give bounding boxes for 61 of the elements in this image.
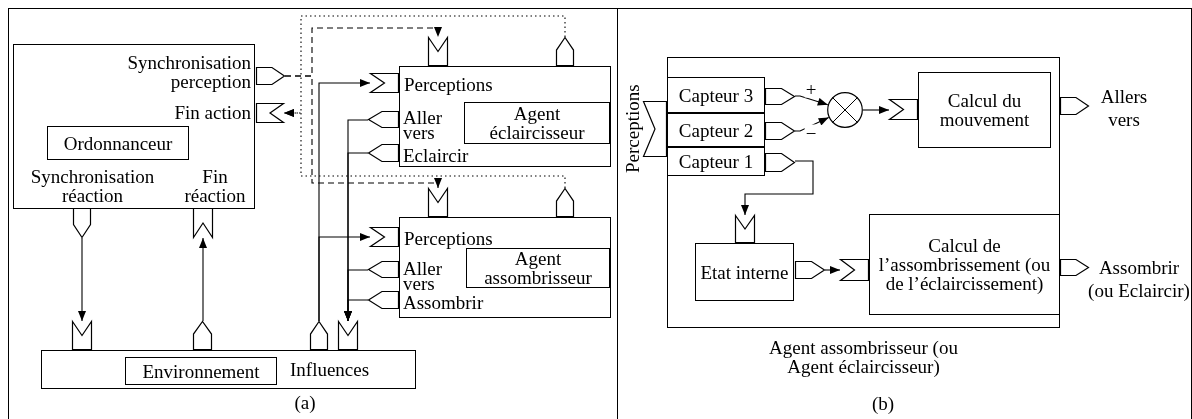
output-label: Assombrir (ou Eclaircir) xyxy=(1087,256,1191,302)
port-label: Perceptions xyxy=(404,74,504,95)
output-port-icon xyxy=(256,67,285,85)
output-label: Allers vers xyxy=(1099,85,1149,131)
arrow xyxy=(283,109,566,189)
port-label: Perceptions xyxy=(404,228,504,249)
input-port-icon xyxy=(370,227,399,247)
output-port-icon xyxy=(73,208,91,238)
port-label: Perceptions xyxy=(622,83,643,176)
arrow xyxy=(344,299,369,322)
output-port-icon xyxy=(310,321,328,350)
port-label: Eclaircir xyxy=(403,145,489,165)
input-port-icon xyxy=(428,188,448,217)
arrow xyxy=(78,237,86,322)
arrow xyxy=(741,160,814,216)
arrow xyxy=(318,233,371,322)
module-box xyxy=(399,217,611,318)
port-label: Aller vers xyxy=(403,260,449,292)
module-box: Agent éclaircisseur xyxy=(464,102,610,144)
arrow xyxy=(199,237,207,322)
output-port-icon xyxy=(368,261,399,278)
module-box: Agent assombrisseur xyxy=(466,248,610,288)
sensor-box: Capteur 3 xyxy=(667,77,765,113)
arrow xyxy=(794,117,830,132)
output-port-icon xyxy=(556,188,574,217)
port-label: Synchronisation perception xyxy=(96,53,251,91)
module-box xyxy=(41,350,416,389)
sensor-box: Capteur 1 xyxy=(667,147,765,176)
panel-label: (b) xyxy=(871,394,895,413)
process-box: Etat interne xyxy=(695,243,794,301)
module-box: Ordonnanceur xyxy=(47,126,189,160)
output-port-icon xyxy=(368,291,399,309)
module-box xyxy=(13,44,255,209)
input-port-icon xyxy=(428,37,448,66)
arrow xyxy=(824,266,841,274)
port-label: Aller vers xyxy=(403,109,449,141)
arrow xyxy=(284,75,442,189)
agent-caption: Agent assombrisseur (ou Agent éclaircisseur) xyxy=(768,336,959,379)
module-box: Environnement xyxy=(125,357,277,385)
output-port-icon xyxy=(368,111,399,128)
input-port-icon xyxy=(256,103,284,123)
sensor-box: Capteur 2 xyxy=(667,113,765,147)
arrow xyxy=(794,95,829,106)
output-port-icon xyxy=(368,144,399,162)
port-label: Fin action xyxy=(151,102,251,122)
port-label: Assombrir xyxy=(403,292,489,312)
arrow xyxy=(862,106,890,114)
input-port-icon xyxy=(338,321,358,350)
input-port-icon xyxy=(370,73,399,93)
multiplier-icon xyxy=(827,92,863,128)
module-box xyxy=(399,66,611,167)
influences-label: Influences xyxy=(290,359,371,380)
port-label: Fin réaction xyxy=(176,166,254,206)
input-port-icon xyxy=(72,321,92,350)
panel-label: (a) xyxy=(294,393,316,412)
input-port-icon xyxy=(193,208,213,238)
output-port-icon xyxy=(556,37,574,66)
port-label: Synchronisation réaction xyxy=(16,166,169,206)
output-port-icon xyxy=(193,321,212,350)
process-box: Calcul du mouvement xyxy=(918,72,1051,148)
process-box: Calcul de l’assombrissement (ou de l’éclaircissement) xyxy=(869,214,1060,315)
